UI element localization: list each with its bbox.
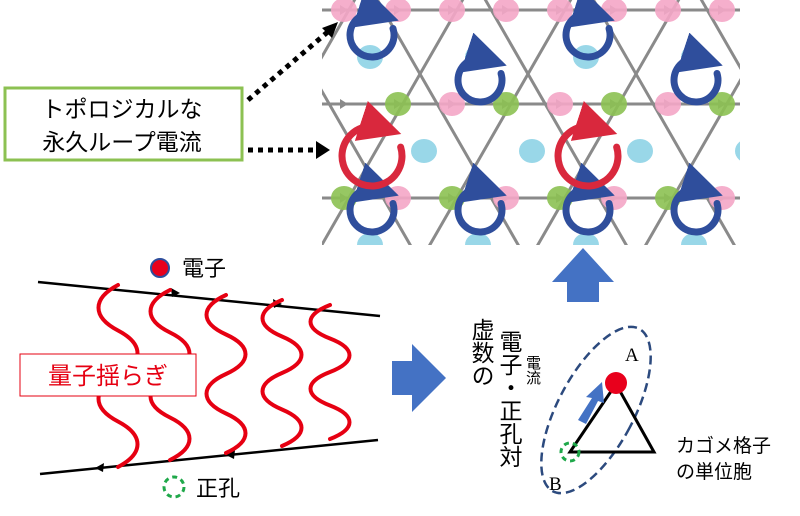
vertex-b-label: B [549,474,562,495]
current-label: 電流 [524,355,542,386]
lattice-site [465,233,491,245]
block-arrow-right [392,344,446,412]
lattice-bond-diagonal [644,77,740,245]
lattice-bond-diagonal [322,0,465,245]
pointer-arrow-upper-head [322,22,338,38]
fluctuation-wave [260,298,304,448]
lattice-site [655,0,681,22]
hole-arrow-1 [95,463,104,472]
fluctuation-wave [204,293,248,455]
hole-dot-b [559,441,581,463]
loop-currents [338,0,723,236]
lattice-bond-diagonal [428,0,573,245]
block-arrow-up [552,248,614,302]
virtual-pair-line2: 電子・正孔対 [495,330,523,468]
lattice-site [655,92,681,116]
hole-line [39,438,379,476]
hole-dot [162,475,186,499]
lattice-site [627,139,653,163]
lattice-site [385,186,411,210]
blue-loop-current [670,32,723,106]
red-loop-current [554,101,622,190]
lattice-site [601,186,627,210]
lattice-bond-diagonal [322,0,357,60]
lattice-bond-diagonal [536,0,681,245]
unit-cell: A B カゴメ格子 の単位胞 [540,325,771,495]
fluctuation-wave [308,303,352,441]
pointer-arrow-lower-head [316,141,330,159]
unit-cell-triangle [567,381,657,454]
pair-diagram: 電子 正孔 量子揺らぎ [19,257,381,502]
electron-dot-a [605,372,627,394]
lattice-site [493,0,519,22]
pair-ellipse [540,325,652,495]
blue-loop-current [670,162,723,236]
electron-dot [150,258,170,278]
lattice-site [357,233,383,245]
lattice-site [709,92,735,116]
unit-cell-caption-line2: の単位胞 [676,461,752,483]
fluctuation-label: 量子揺らぎ [48,362,168,390]
lattice-site [709,0,735,22]
lattice-site [709,186,735,210]
virtual-pair-line1: 虚数の [467,318,495,387]
lattice-site [681,233,707,245]
blue-loop-current [562,0,615,61]
lattice-site [763,92,789,116]
lattice-site [519,139,545,163]
lattice-bond-diagonal [483,0,628,245]
lattice-site [547,0,573,22]
vertex-a-label: A [625,345,639,366]
lattice-site [411,139,437,163]
blue-loop-current [454,162,507,236]
fluctuation-label-box [19,353,197,397]
red-loop-current [338,101,406,190]
lattice-bond-diagonal [734,0,800,280]
callout-line2: 永久ループ電流 [42,130,202,156]
blue-loop-current [346,0,399,61]
lattice-site [385,92,411,116]
hole-arrow-2 [226,450,235,459]
lattice-site [439,0,465,22]
lattice-site [601,92,627,116]
electron-line [37,280,381,318]
lattice-site [547,92,573,116]
electron-label: 電子 [182,257,226,282]
lattice-site [573,233,599,245]
kagome-lattice [322,0,800,280]
callout-line1: トポロジカルな [42,97,203,123]
lattice-site [493,186,519,210]
callout: トポロジカルな 永久ループ電流 [3,86,244,162]
lattice-bond-diagonal [322,88,412,245]
callout-box [3,86,244,162]
lattice-site [493,92,519,116]
lattice-site [735,141,740,161]
hole-label: 正孔 [196,477,240,502]
unit-cell-caption-line1: カゴメ格子 [676,435,771,457]
blue-loop-current [454,32,507,106]
blue-loop-current [346,162,399,236]
blue-loop-current [562,162,615,236]
current-arrow [578,382,604,424]
lattice-site [439,92,465,116]
bond-arrowhead [340,99,348,109]
lattice-site [331,0,357,22]
lattice-bond-diagonal [699,0,740,71]
pointer-arrow-upper [246,28,332,102]
electron-arrow-1 [171,288,180,297]
